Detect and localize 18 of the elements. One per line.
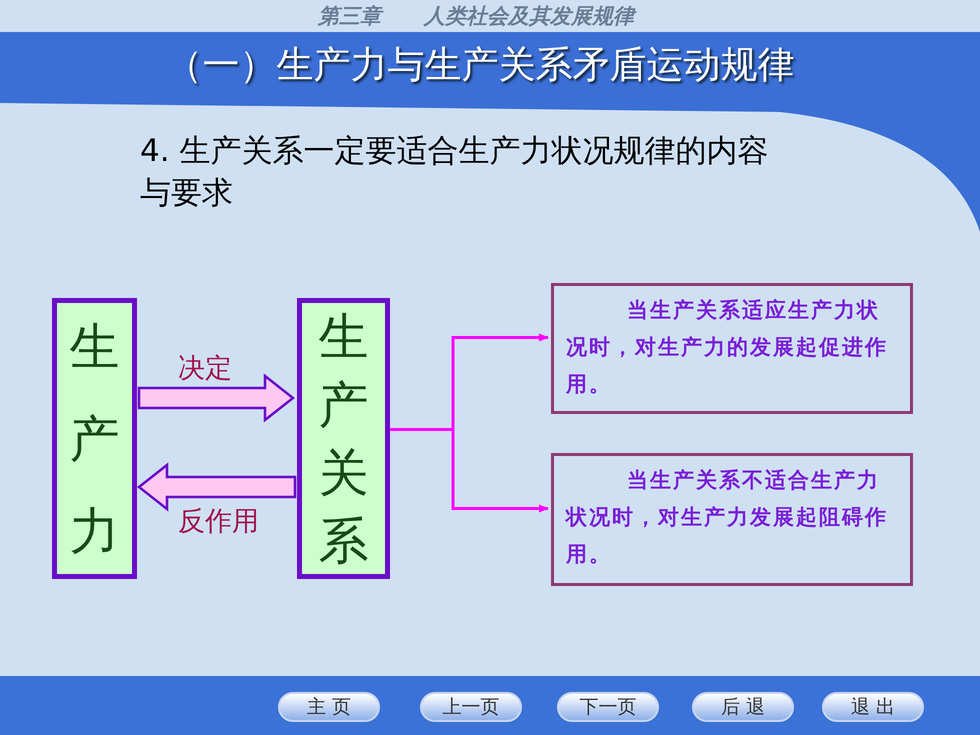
chapter-header: 人类社会及其发展规律	[424, 2, 634, 30]
arrow	[390, 428, 549, 512]
edge-label: 决定	[178, 352, 232, 386]
nav-button: 上一页	[420, 692, 522, 722]
section-heading: 4. 生产关系一定要适合生产力状况规律的内容与要求	[140, 132, 770, 213]
vertical-box: 生产关系	[297, 298, 390, 579]
nav-button: 下一页	[557, 692, 659, 722]
block-arrow	[138, 373, 296, 423]
text-box: 当生产关系适应生产力状况时，对生产力的发展起促进作用。	[551, 283, 913, 414]
nav-button: 主 页	[278, 692, 380, 722]
nav-button: 后 退	[692, 692, 794, 722]
slide-title: （一）生产力与生产关系矛盾运动规律	[164, 42, 796, 88]
vertical-box: 生产力	[52, 298, 137, 579]
text-box: 当生产关系不适合生产力状况时，对生产力发展起阻碍作用。	[551, 453, 913, 586]
edge-label: 反作用	[178, 505, 259, 539]
chapter-header: 第三章	[318, 2, 381, 30]
block-arrow	[136, 462, 296, 512]
nav-button: 退 出	[822, 692, 924, 722]
